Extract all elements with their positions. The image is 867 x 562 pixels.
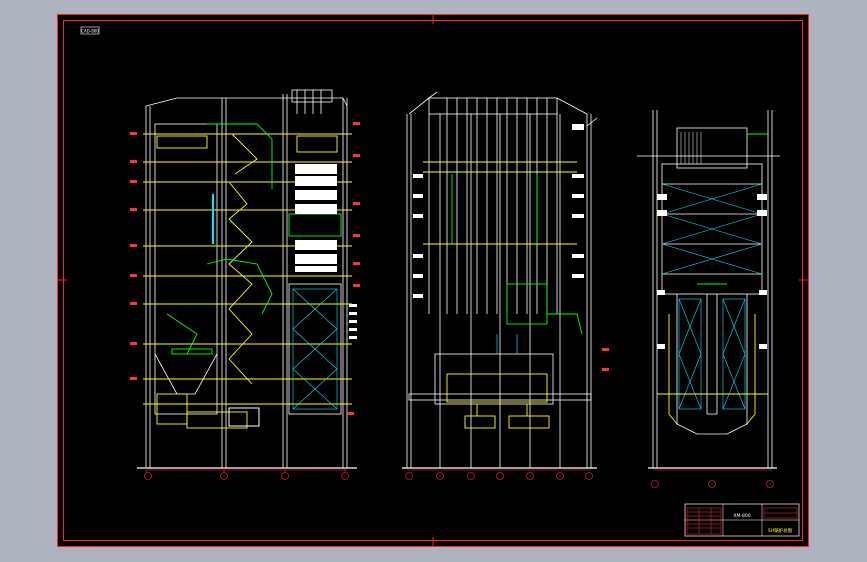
- elevation-tags-front: [602, 348, 609, 371]
- tube-banks-section: [661, 183, 763, 410]
- ducts-section: [697, 133, 769, 285]
- axis-bubbles-section: [651, 480, 774, 488]
- axis-bubbles-side: [144, 472, 349, 480]
- ducts-side: [166, 123, 342, 355]
- drawing-title: SH锅炉总图: [768, 527, 793, 534]
- axis-bubbles-front: [405, 472, 593, 480]
- steel-columns: [137, 89, 357, 469]
- steel-columns-front: [402, 97, 597, 469]
- dimension-line-side: [145, 467, 347, 473]
- drawing-tag-text: CAD-800: [81, 29, 99, 34]
- ducts-front: [451, 174, 583, 335]
- title-block: XM-800 SH锅炉总图: [684, 503, 800, 537]
- drawing-sheet[interactable]: CAD-800: [57, 14, 809, 547]
- side-platforms-section: [657, 194, 767, 349]
- hopper-hatch: [680, 132, 702, 164]
- steel-columns-section: [637, 110, 780, 469]
- drawing-number: XM-800: [733, 513, 750, 519]
- drawing-tag: CAD-800: [80, 26, 100, 35]
- outer-border: [57, 14, 809, 547]
- side-platforms-front: [413, 124, 584, 298]
- heating-surface-side: [212, 194, 338, 410]
- front-elevation-view[interactable]: [402, 91, 609, 480]
- heating-surface-front: [496, 334, 518, 354]
- piping-front: [423, 161, 577, 429]
- revision-table: [686, 507, 798, 535]
- elevation-tags-side: [130, 122, 360, 415]
- drum-blocks-side: [228, 164, 337, 427]
- side-elevation-view[interactable]: [130, 89, 360, 480]
- piping-section: [657, 314, 768, 425]
- section-view[interactable]: [637, 110, 780, 488]
- panel-labels-side: [349, 304, 357, 339]
- stair-top-front: [408, 91, 598, 127]
